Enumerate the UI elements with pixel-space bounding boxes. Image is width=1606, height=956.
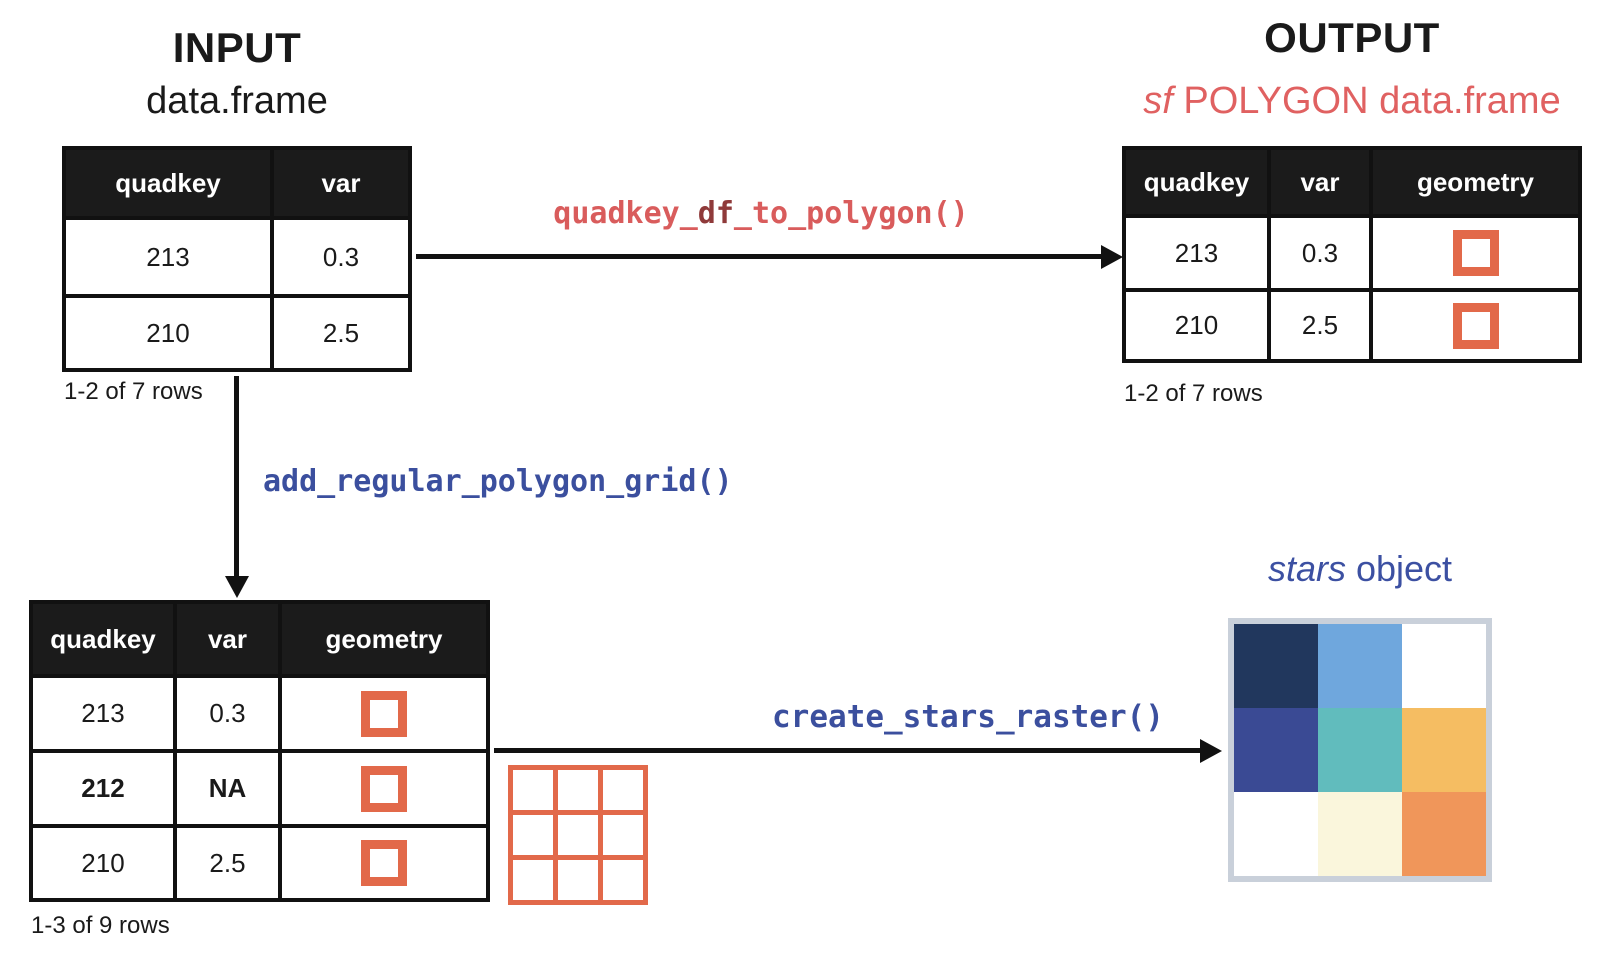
output-subtitle: sf POLYGON data.frame xyxy=(1092,80,1606,123)
polygon-grid-cell xyxy=(603,860,643,900)
input-table-caption: 1-2 of 7 rows xyxy=(64,378,203,405)
table-cell: 212 xyxy=(33,753,173,824)
fn-create-stars-raster: create_stars_raster() xyxy=(772,699,1164,735)
raster-cell xyxy=(1318,792,1402,876)
polygon-square-icon xyxy=(1452,302,1499,349)
table-cell: 0.3 xyxy=(274,220,408,294)
table-cell: NA xyxy=(177,753,278,824)
polygon-square-icon xyxy=(361,765,407,812)
polygon-grid-cell xyxy=(603,815,643,855)
column-header: quadkey xyxy=(66,150,270,216)
stars-label-rest: object xyxy=(1345,548,1453,589)
table-cell xyxy=(282,753,486,824)
polygon-grid-cell xyxy=(513,860,553,900)
polygon-square-icon xyxy=(361,690,407,737)
polygon-square-icon xyxy=(361,840,407,886)
table-cell: 0.3 xyxy=(1271,218,1369,288)
column-header: var xyxy=(1271,150,1369,214)
fn-add-regular-polygon-grid: add_regular_polygon_grid() xyxy=(263,464,733,499)
stars-italic: stars xyxy=(1267,548,1346,589)
polygon-grid-cell xyxy=(603,770,643,810)
column-header: geometry xyxy=(282,604,486,674)
input-subtitle: data.frame xyxy=(146,80,328,122)
table-cell xyxy=(1373,218,1578,288)
input-table: quadkey var 213 0.3 210 2.5 xyxy=(62,146,412,372)
table-cell: 213 xyxy=(1126,218,1267,288)
column-header: var xyxy=(177,604,278,674)
table-cell: 2.5 xyxy=(1271,292,1369,359)
table-cell xyxy=(1373,292,1578,359)
arrow-line-to-polygon xyxy=(416,254,1106,259)
polygon-grid-cell xyxy=(558,860,598,900)
raster-cell xyxy=(1402,792,1486,876)
fn-part: quadkey_ xyxy=(553,196,698,231)
grid-table-caption: 1-3 of 9 rows xyxy=(31,912,170,939)
polygon-square-icon xyxy=(1452,230,1499,276)
fn-part: _to_polygon() xyxy=(733,196,969,231)
polygon-grid-cell xyxy=(513,770,553,810)
column-header: geometry xyxy=(1373,150,1578,214)
column-header: quadkey xyxy=(1126,150,1267,214)
polygon-grid-table: quadkey var geometry 213 0.3 212 NA 210 … xyxy=(29,600,490,902)
raster-cell xyxy=(1402,624,1486,708)
arrow-line-create-raster xyxy=(494,748,1204,753)
raster-cell xyxy=(1318,708,1402,792)
output-title: OUTPUT xyxy=(1264,14,1440,61)
table-cell: 210 xyxy=(1126,292,1267,359)
output-table: quadkey var geometry 213 0.3 210 2.5 xyxy=(1122,146,1582,363)
polygon-wireframe-grid xyxy=(508,765,648,905)
fn-part-df: df xyxy=(697,196,734,231)
arrow-line-add-grid xyxy=(234,376,239,578)
output-table-caption: 1-2 of 7 rows xyxy=(1124,380,1263,407)
input-title: INPUT xyxy=(172,24,302,71)
stars-object-label: stars object xyxy=(1208,548,1512,590)
table-cell: 2.5 xyxy=(177,828,278,898)
polygon-grid-cell xyxy=(513,815,553,855)
table-cell xyxy=(282,828,486,898)
raster-cell xyxy=(1234,792,1318,876)
polygon-grid-cell xyxy=(558,815,598,855)
raster-cell xyxy=(1402,708,1486,792)
fn-quadkey-df-to-polygon: quadkey_df_to_polygon() xyxy=(416,196,1106,231)
raster-cell xyxy=(1234,708,1318,792)
table-cell: 210 xyxy=(33,828,173,898)
table-cell xyxy=(282,678,486,749)
table-cell: 210 xyxy=(66,298,270,368)
stars-raster xyxy=(1228,618,1492,882)
column-header: var xyxy=(274,150,408,216)
table-cell: 213 xyxy=(66,220,270,294)
arrowhead-right-icon xyxy=(1200,739,1222,763)
raster-cell xyxy=(1318,624,1402,708)
table-cell: 0.3 xyxy=(177,678,278,749)
sf-italic: sf xyxy=(1143,80,1173,122)
table-cell: 2.5 xyxy=(274,298,408,368)
output-subtitle-rest: POLYGON data.frame xyxy=(1172,80,1561,122)
arrowhead-down-icon xyxy=(225,576,249,598)
arrowhead-right-icon xyxy=(1101,245,1123,269)
column-header: quadkey xyxy=(33,604,173,674)
raster-cell xyxy=(1234,624,1318,708)
polygon-grid-cell xyxy=(558,770,598,810)
table-cell: 213 xyxy=(33,678,173,749)
